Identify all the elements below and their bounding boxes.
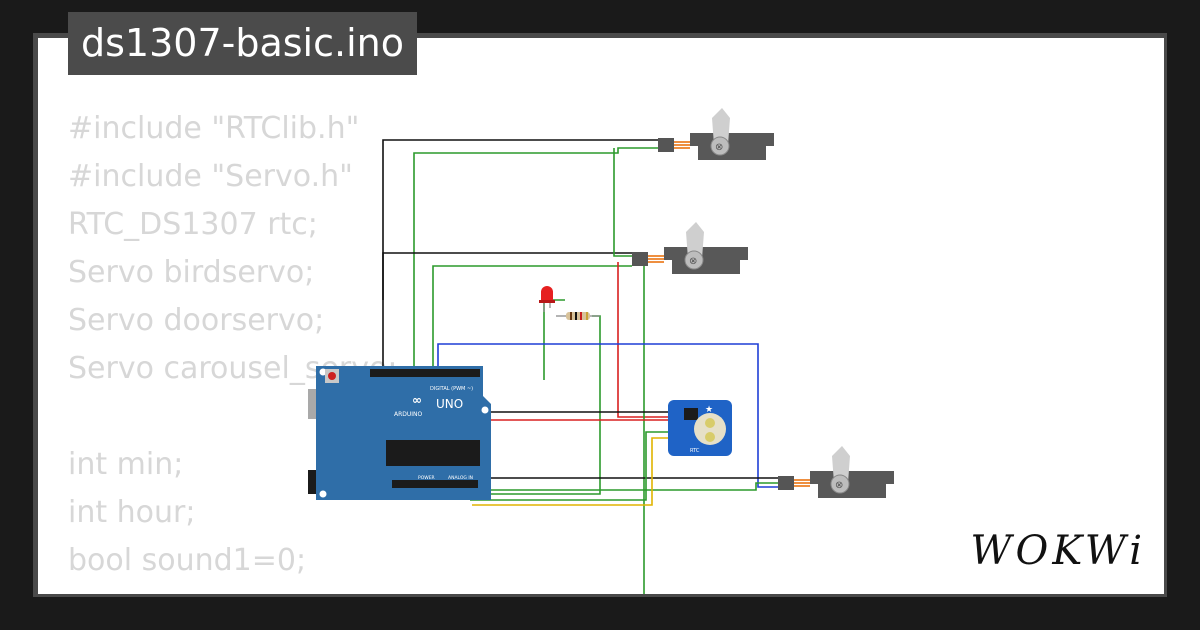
rtc-chip bbox=[684, 408, 698, 420]
digital-header-label: DIGITAL (PWM ~) bbox=[430, 386, 473, 392]
wire-green bbox=[613, 148, 632, 257]
wire-green bbox=[480, 315, 601, 495]
svg-text:★: ★ bbox=[705, 405, 713, 415]
code-line: #include "Servo.h" bbox=[68, 159, 353, 194]
sketch-title: ds1307-basic.ino bbox=[68, 12, 417, 75]
power-header-label: POWER bbox=[418, 475, 435, 481]
analog-header bbox=[392, 480, 478, 488]
code-line: RTC_DS1307 rtc; bbox=[68, 207, 318, 242]
servo-door: ⊗ bbox=[632, 222, 748, 274]
wokwi-logo: WOKWi bbox=[970, 528, 1146, 574]
wire-black bbox=[382, 252, 632, 300]
board-model-label: UNO bbox=[436, 397, 463, 411]
resistor bbox=[556, 312, 600, 320]
wire-green bbox=[413, 147, 660, 380]
wires bbox=[382, 139, 778, 594]
coin-cell-holder bbox=[694, 413, 726, 445]
code-line: int hour; bbox=[68, 495, 196, 530]
svg-text:∞: ∞ bbox=[412, 393, 422, 407]
servo-bird: ⊗ bbox=[658, 108, 774, 160]
svg-text:⊗: ⊗ bbox=[689, 256, 697, 267]
analog-header-label: ANALOG IN bbox=[448, 475, 473, 481]
wire-yellow bbox=[472, 437, 668, 506]
servo-carousel: ⊗ bbox=[778, 446, 894, 498]
arduino-uno-board: ∞ UNO ARDUINO DIGITAL (PWM ~) ANALOG IN … bbox=[308, 366, 491, 500]
wire-green bbox=[480, 482, 778, 491]
simulation-canvas[interactable]: #include "RTClib.h" #include "Servo.h" R… bbox=[38, 38, 1164, 594]
code-line: bool sound1=0; bbox=[68, 543, 307, 578]
red-led bbox=[539, 286, 555, 312]
rtc-module: ★ RTC bbox=[668, 400, 732, 456]
circuit-diagram: ∞ UNO ARDUINO DIGITAL (PWM ~) ANALOG IN … bbox=[308, 108, 894, 594]
wire-green bbox=[543, 299, 565, 380]
code-line: #include "RTClib.h" bbox=[68, 111, 360, 146]
board-brand-label: ARDUINO bbox=[394, 411, 423, 418]
atmega-chip bbox=[386, 440, 480, 466]
wire-blue bbox=[437, 343, 778, 488]
wire-green bbox=[432, 265, 632, 380]
wire-green bbox=[632, 261, 645, 594]
wire-green bbox=[470, 431, 668, 501]
rtc-label: RTC bbox=[690, 448, 700, 454]
digital-header bbox=[370, 369, 480, 377]
code-line: Servo doorservo; bbox=[68, 303, 325, 338]
svg-text:⊗: ⊗ bbox=[835, 480, 843, 491]
code-line: bool sound2=1; bbox=[68, 585, 397, 594]
code-line: int min; bbox=[68, 447, 184, 482]
wire-red bbox=[617, 262, 668, 418]
svg-text:⊗: ⊗ bbox=[715, 142, 723, 153]
code-line: Servo birdservo; bbox=[68, 255, 315, 290]
